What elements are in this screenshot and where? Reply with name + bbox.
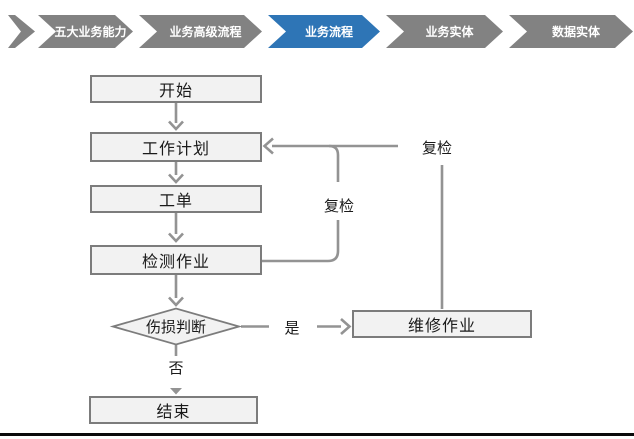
edge-label-recheck-inner: 复检: [323, 197, 354, 215]
tab-business-process-active[interactable]: 业务流程: [268, 15, 380, 48]
tab-label: 业务高级流程: [169, 25, 242, 39]
flow-node-end: 结束: [89, 396, 258, 424]
flow-node-repair-job: 维修作业: [352, 310, 532, 338]
flow-node-work-order: 工单: [90, 185, 262, 213]
tab-business-advanced-process[interactable]: 业务高级流程: [139, 15, 262, 48]
edge-label-recheck-outer: 复检: [421, 139, 452, 157]
tab-label: 业务流程: [304, 25, 353, 39]
flow-node-damage-decision: 伤损判断: [145, 319, 206, 336]
edge-label-yes: 是: [284, 319, 300, 337]
tab-label: 五大业务能力: [54, 25, 127, 39]
tab-label: 数据实体: [551, 25, 600, 39]
tab-business-entity[interactable]: 业务实体: [386, 15, 503, 48]
tab-five-business-capabilities[interactable]: 五大业务能力: [38, 15, 133, 48]
edge-label-no: 否: [168, 359, 184, 377]
tab-data-entity[interactable]: 数据实体: [509, 15, 633, 48]
bottom-divider: [0, 433, 634, 436]
tab-label: 业务实体: [425, 25, 474, 39]
flow-node-start: 开始: [90, 75, 262, 103]
decision-diamond-shape: [109, 307, 243, 346]
flow-node-inspection-job: 检测作业: [90, 245, 262, 275]
flow-node-work-plan: 工作计划: [90, 132, 262, 162]
